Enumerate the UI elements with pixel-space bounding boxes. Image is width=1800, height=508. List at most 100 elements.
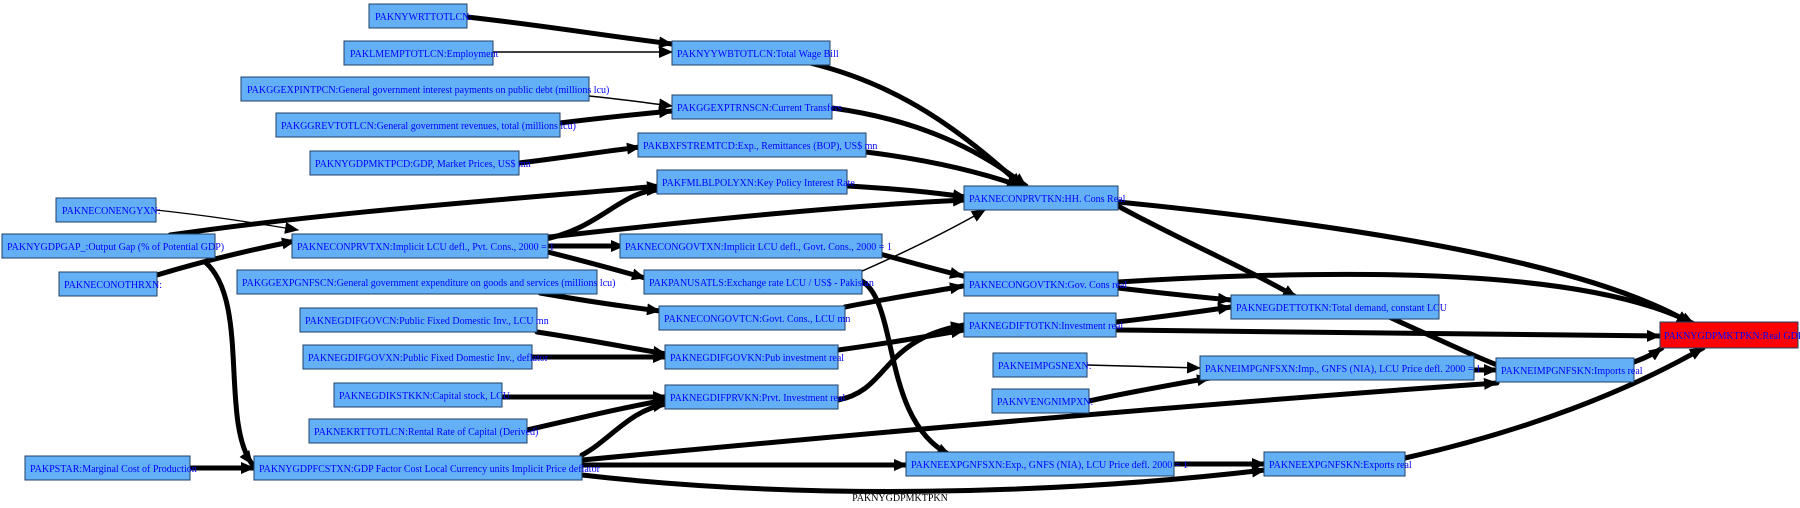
- node-label: PAKGGEXPTRNSCN:Current Transfers: [677, 103, 842, 114]
- node-gap[interactable]: PAKNYGDPGAP_:Output Gap (% of Potential …: [1, 233, 224, 259]
- node-label: PAKNYGDPMKTPCD:GDP, Market Prices, US$ m…: [315, 159, 531, 170]
- node-wage[interactable]: PAKNYYWBTOTLCN:Total Wage Bill: [671, 40, 839, 66]
- node-expreal[interactable]: PAKNEEXPGNFSKN:Exports real: [1263, 451, 1412, 477]
- node-govtcn[interactable]: PAKNECONGOVTCN:Govt. Cons., LCU mn: [658, 305, 850, 331]
- node-gdifvxn[interactable]: PAKNEGDIFGOVXN:Public Fixed Domestic Inv…: [302, 344, 549, 370]
- node-wrt[interactable]: PAKNYWRTTOTLCN:: [368, 3, 472, 29]
- node-label: PAKNEIMPGNFSKN:Imports real: [1501, 366, 1643, 377]
- edges: [154, 14, 1706, 494]
- node-govcons[interactable]: PAKNECONGOVTKN:Gov. Cons real: [963, 271, 1127, 297]
- edge-gap-fcst: [202, 259, 255, 467]
- node-label: PAKNYWRTTOTLCN:: [375, 12, 472, 23]
- node-label: PAKNECONGOVTCN:Govt. Cons., LCU mn: [664, 314, 850, 325]
- node-label: PAKNEGDIFGOVCN:Public Fixed Domestic Inv…: [305, 316, 549, 327]
- edge-ven-impdefl: [1086, 374, 1213, 404]
- node-prvinv[interactable]: PAKNEGDIFPRVKN:Prvt. Investment real: [664, 384, 845, 410]
- node-prvdefl[interactable]: PAKNECONPRVTXN:Implicit LCU defl., Pvt. …: [291, 233, 554, 259]
- node-label: PAKGGREVTOTLCN:General government revenu…: [281, 121, 576, 132]
- node-gdpusd[interactable]: PAKNYGDPMKTPCD:GDP, Market Prices, US$ m…: [309, 150, 531, 176]
- node-label: PAKPANUSATLS:Exchange rate LCU / US$ - P…: [649, 278, 874, 289]
- edge-wrt-wage: [464, 14, 675, 49]
- edge-govcons-target: [1115, 271, 1697, 327]
- edge-prvdefl-fx: [537, 247, 648, 281]
- node-label: PAKNEGDIFTOTKN:Investment real: [969, 321, 1123, 332]
- node-label: PAKNEGDIFPRVKN:Prvt. Investment real: [670, 393, 845, 404]
- node-dett[interactable]: PAKNEGDETTOTKN:Total demand, constant LC…: [1230, 294, 1448, 320]
- node-label: PAKNYYWBTOTLCN:Total Wage Bill: [677, 49, 839, 60]
- node-label: PAKBXFSTREMTCD:Exp., Remittances (BOP), …: [643, 141, 877, 152]
- edge-impgnex-impdefl: [1086, 361, 1201, 374]
- edge-neng-prvdefl: [155, 209, 299, 234]
- edge-fcst-expreal: [579, 465, 1268, 494]
- node-label: PAKNEGDETTOTKN:Total demand, constant LC…: [1236, 303, 1448, 314]
- node-label: PAKGGEXPINTPCN:General government intere…: [247, 85, 609, 96]
- node-krt[interactable]: PAKNEKRTTOTLCN:Rental Rate of Capital (D…: [308, 418, 538, 444]
- edge-gdpusd-remt: [516, 142, 643, 166]
- graph-caption: PAKNYGDPMKTPKN: [852, 493, 948, 504]
- node-gdifvcn[interactable]: PAKNEGDIFGOVCN:Public Fixed Domestic Inv…: [299, 307, 549, 333]
- node-label: PAKNECONGOVTXN:Implicit LCU defl., Govt.…: [625, 242, 892, 253]
- edge-trn-hhcons: [829, 105, 1029, 189]
- node-label: PAKNECONENGYXN:: [62, 206, 161, 217]
- node-fcst[interactable]: PAKNYGDPFCSTXN:GDP Factor Cost Local Cur…: [253, 455, 601, 481]
- nodes: PAKNYWRTTOTLCN: PAKLMEMPTOTLCN:Employmen…: [1, 3, 1800, 481]
- node-label: PAKNEIMPGNFSXN:Imp., GNFS (NIA), LCU Pri…: [1205, 364, 1481, 375]
- node-remt[interactable]: PAKBXFSTREMTCD:Exp., Remittances (BOP), …: [637, 132, 877, 158]
- node-hhcons[interactable]: PAKNECONPRVTKN:HH. Cons Real: [963, 185, 1126, 211]
- node-star[interactable]: PAKPSTAR:Marginal Cost of Production: [24, 455, 197, 481]
- node-ggexp[interactable]: PAKGGEXPGNFSCN:General government expend…: [236, 269, 615, 295]
- node-rate[interactable]: PAKFMLBLPOLYXN:Key Policy Interest Rate: [656, 169, 855, 195]
- node-pubinv[interactable]: PAKNEGDIFGOVKN:Pub investment real: [664, 344, 844, 370]
- edge-wage-hhcons: [807, 60, 1025, 189]
- edge-fcst-prvinv: [579, 400, 669, 458]
- edge-prvinv-invreal: [835, 321, 967, 403]
- edge-rate-hhcons: [844, 183, 969, 202]
- node-expdefl[interactable]: PAKNEEXPGNFSXN:Exp., GNFS (NIA), LCU Pri…: [905, 451, 1188, 477]
- node-label: PAKFMLBLPOLYXN:Key Policy Interest Rate: [662, 178, 855, 189]
- node-label: PAKLMEMPTOTLCN:Employment: [350, 49, 499, 60]
- node-label: PAKNEKRTTOTLCN:Rental Rate of Capital (D…: [314, 427, 538, 438]
- node-label: PAKNECONOTHRXN:: [64, 280, 162, 291]
- edge-gdifvcn-pubinv: [534, 329, 669, 358]
- edge-hhcons-dett: [1115, 203, 1299, 300]
- node-label: PAKNEIMPGSNEXN:: [998, 361, 1092, 372]
- edge-govtcn-govcons: [842, 282, 966, 310]
- edge-krt-prvinv: [524, 396, 669, 433]
- node-label: PAKNEGDIFGOVKN:Pub investment real: [670, 353, 844, 364]
- node-govdefl[interactable]: PAKNECONGOVTXN:Implicit LCU defl., Govt.…: [619, 233, 892, 259]
- node-label: PAKNECONPRVTXN:Implicit LCU defl., Pvt. …: [297, 242, 554, 253]
- edge-invreal-target: [1113, 327, 1663, 342]
- node-fx[interactable]: PAKPANUSATLS:Exchange rate LCU / US$ - P…: [643, 269, 874, 295]
- node-label: PAKGGEXPGNFSCN:General government expend…: [242, 278, 615, 289]
- node-label: PAKPSTAR:Marginal Cost of Production: [30, 464, 197, 475]
- edge-govdefl-govcons: [877, 251, 966, 279]
- edge-gap-rate: [167, 181, 663, 238]
- node-rev[interactable]: PAKGGREVTOTLCN:General government revenu…: [275, 112, 576, 138]
- node-impdefl[interactable]: PAKNEIMPGNFSXN:Imp., GNFS (NIA), LCU Pri…: [1199, 355, 1481, 381]
- node-label: PAKNEGDIFGOVXN:Public Fixed Domestic Inv…: [308, 353, 549, 364]
- edge-rev-trn: [557, 106, 675, 126]
- node-cap[interactable]: PAKNEGDIKSTKKN:Capital stock, LCU: [333, 382, 511, 408]
- node-invreal[interactable]: PAKNEGDIFTOTKN:Investment real: [963, 312, 1123, 338]
- node-int[interactable]: PAKGGEXPINTPCN:General government intere…: [240, 76, 609, 102]
- edge-ggexp-govtcn: [537, 290, 663, 316]
- node-impreal[interactable]: PAKNEIMPGNFSKN:Imports real: [1495, 357, 1643, 383]
- node-impgnex[interactable]: PAKNEIMPGSNEXN:: [992, 352, 1092, 378]
- node-label: PAKNYGDPFCSTXN:GDP Factor Cost Local Cur…: [259, 464, 601, 475]
- edge-impreal-target: [1631, 345, 1665, 365]
- node-trn[interactable]: PAKGGEXPTRNSCN:Current Transfers: [671, 94, 842, 120]
- node-emp[interactable]: PAKLMEMPTOTLCN:Employment: [343, 40, 499, 66]
- node-label: PAKNEGDIKSTKKN:Capital stock, LCU: [339, 391, 511, 402]
- node-oth[interactable]: PAKNECONOTHRXN:: [58, 271, 162, 297]
- edge-invreal-dett: [1113, 302, 1234, 325]
- edge-fcst-impreal: [579, 377, 1500, 463]
- node-label: PAKNYGDPMKTPKN:Real GDP: [1664, 331, 1800, 342]
- node-neng[interactable]: PAKNECONENGYXN:: [55, 197, 161, 223]
- node-target[interactable]: PAKNYGDPMKTPKN:Real GDP: [1659, 321, 1800, 349]
- edge-expreal-target: [1402, 345, 1706, 461]
- node-label: PAKNYGDPGAP_:Output Gap (% of Potential …: [7, 242, 224, 253]
- edge-pubinv-invreal: [835, 326, 967, 353]
- node-ven[interactable]: PAKNVENGNIMPXN:: [991, 388, 1093, 414]
- edge-govcons-dett: [1115, 285, 1234, 305]
